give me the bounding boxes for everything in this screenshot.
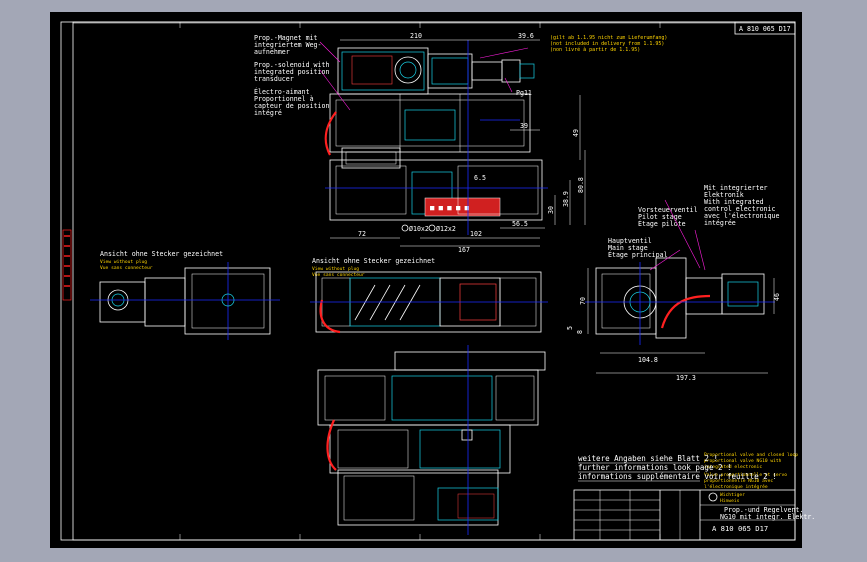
svg-text:Pg11: Pg11 — [516, 89, 532, 97]
svg-text:Proportional valve and closed: Proportional valve and closed loop — [704, 452, 798, 458]
svg-text:Pilot stage: Pilot stage — [638, 213, 682, 221]
svg-text:Elektronik: Elektronik — [704, 191, 744, 199]
title-drawing-number: A 810 065 D17 — [712, 524, 768, 533]
svg-text:Vue sans connecteur: Vue sans connecteur — [100, 265, 153, 271]
drawing-number-box — [734, 21, 796, 35]
dim-39: 39 — [520, 122, 528, 130]
dim-102: 102 — [470, 230, 482, 238]
svg-text:Main stage: Main stage — [608, 244, 648, 252]
dim-38-9: 38.9 — [562, 191, 570, 207]
svg-text:Wichtiger: Wichtiger — [720, 492, 745, 498]
svg-text:intégrée: intégrée — [704, 219, 736, 227]
svg-text:l'électronique intégrée: l'électronique intégrée — [704, 483, 768, 490]
port-label-1: Ø10x2 — [409, 225, 429, 233]
svg-text:control electronic: control electronic — [704, 205, 775, 213]
svg-text:(not included in delivery from: (not included in delivery from 1.1.95) — [550, 41, 664, 47]
end-view-right: Mit integrierter Elektronik With integra… — [566, 184, 781, 382]
svg-text:proportionnelle NG10 avec: proportionnelle NG10 avec — [704, 478, 773, 484]
svg-text:Prop.-solenoid with: Prop.-solenoid with — [254, 61, 329, 69]
svg-text:integriertem Weg-: integriertem Weg- — [254, 41, 322, 49]
title-desc-2: NG10 mit integr. Elektr. — [720, 513, 815, 521]
stamp-icon — [708, 492, 718, 502]
svg-text:intégré: intégré — [254, 109, 282, 117]
top-dimensions: 210 39.6 49 39 6.5 80.8 38.9 30 56.5 102… — [330, 32, 586, 254]
svg-text:Valve proportionnelle et servo: Valve proportionnelle et servo — [704, 472, 787, 478]
svg-text:Proportionnel à: Proportionnel à — [254, 95, 314, 103]
inner-frame — [72, 21, 796, 541]
dim-70: 70 — [579, 297, 587, 305]
dim-8: 8 — [576, 330, 584, 334]
drawing-number-top: A 810 065 D17 — [739, 25, 791, 33]
svg-text:Ansicht ohne Stecker gezeichne: Ansicht ohne Stecker gezeichnet — [312, 257, 435, 265]
svg-text:View without plug: View without plug — [100, 259, 147, 265]
dim-104-8: 104.8 — [638, 356, 658, 364]
drawing-sheet — [50, 12, 802, 548]
svg-text:Ansicht ohne Stecker gezeichne: Ansicht ohne Stecker gezeichnet — [100, 250, 223, 258]
svg-text:Hauptventil: Hauptventil — [608, 237, 652, 245]
svg-text:integrated electronic: integrated electronic — [704, 464, 762, 470]
svg-text:Mit integrierter: Mit integrierter — [704, 184, 768, 192]
svg-text:(non livré à partir de 1.1.95): (non livré à partir de 1.1.95) — [550, 46, 640, 53]
svg-text:Vorsteuerventil: Vorsteuerventil — [638, 206, 698, 214]
side-view-left: Ansicht ohne Stecker gezeichnet View wit… — [90, 250, 280, 340]
svg-text:Hinweis: Hinweis — [720, 498, 740, 504]
svg-text:With integrated: With integrated — [704, 198, 764, 206]
svg-text:further informations look page: further informations look page 2 ! — [578, 463, 732, 472]
further-info-note: weitere Angaben siehe Blatt 2 ! further … — [578, 454, 777, 482]
dim-197-3: 197.3 — [676, 374, 696, 382]
title-desc-1: Prop.-und Regelvent. — [724, 506, 803, 514]
svg-text:informations supplémentaire vo: informations supplémentaire voir feuille… — [578, 472, 777, 481]
side-view-center: Ansicht ohne Stecker gezeichnet View wit… — [310, 257, 548, 334]
left-margin-logo — [62, 229, 72, 301]
top-labels: Prop.-Magnet mit integriertem Weg- aufne… — [254, 34, 667, 117]
dim-6-5: 6.5 — [474, 174, 486, 182]
dim-30: 30 — [547, 206, 555, 214]
dim-72: 72 — [358, 230, 366, 238]
svg-text:(gilt ab 1.1.95 nicht zum Lief: (gilt ab 1.1.95 nicht zum Lieferumfang) — [550, 35, 667, 41]
svg-text:Prop.-Magnet mit: Prop.-Magnet mit — [254, 34, 318, 42]
dim-210: 210 — [410, 32, 422, 40]
dim-56-5: 56.5 — [512, 220, 528, 228]
top-view-valve: ■ ■ ■ ■ ■ Ø10x2 Ø12x2 — [319, 40, 548, 235]
svg-text:capteur de position: capteur de position — [254, 102, 329, 110]
port-label-2: Ø12x2 — [436, 225, 456, 233]
dim-46: 46 — [773, 293, 781, 301]
svg-text:proportional valve NG10 with: proportional valve NG10 with — [704, 458, 782, 464]
svg-text:■ ■ ■ ■ ■: ■ ■ ■ ■ ■ — [430, 203, 470, 212]
svg-text:Vue sans connecteur: Vue sans connecteur — [312, 272, 365, 278]
dim-5: 5 — [566, 326, 574, 330]
svg-text:aufnehmer: aufnehmer — [254, 48, 290, 56]
svg-text:Étage principal: Étage principal — [608, 250, 668, 259]
dim-39-6: 39.6 — [518, 32, 534, 40]
svg-text:Étage pilote: Étage pilote — [638, 219, 686, 228]
dim-49: 49 — [572, 129, 580, 137]
svg-text:integrated position: integrated position — [254, 68, 329, 76]
svg-text:weitere Angaben siehe Blatt 2: weitere Angaben siehe Blatt 2 ! — [578, 454, 718, 463]
svg-text:transducer: transducer — [254, 75, 294, 83]
svg-text:View without plug: View without plug — [312, 266, 359, 272]
svg-text:Électro-aimant: Électro-aimant — [254, 87, 310, 96]
dim-167: 167 — [458, 246, 470, 254]
front-view-bottom — [317, 345, 546, 535]
title-block: Prop.-und Regelvent. NG10 mit integr. El… — [573, 452, 815, 541]
dim-80-8: 80.8 — [577, 177, 585, 193]
svg-text:avec l'électronique: avec l'électronique — [704, 212, 779, 220]
